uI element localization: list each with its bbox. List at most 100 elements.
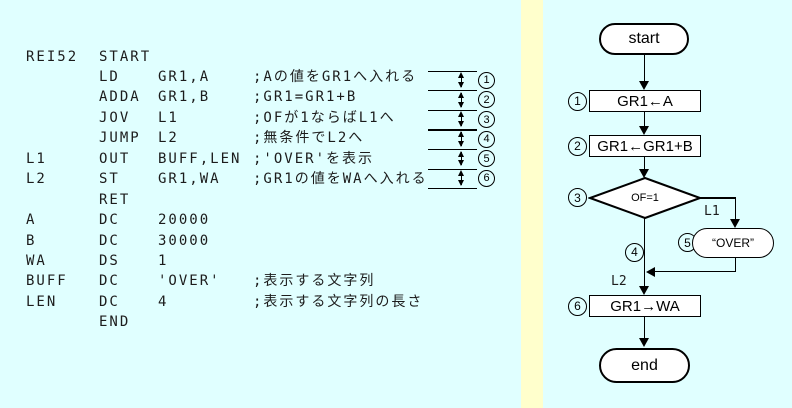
arrowhead-down-icon [639, 81, 649, 90]
step-number: 4 [631, 245, 638, 259]
step-number: 3 [483, 113, 490, 126]
code-line: END [26, 315, 253, 329]
code-opcode: LD [99, 68, 120, 85]
code-operand: GR1,A [158, 68, 211, 85]
row-underline [428, 90, 477, 92]
double-arrow-shaft [461, 73, 463, 88]
code-label [26, 111, 99, 125]
decision-diamond-shape [587, 176, 703, 220]
step-marker-3: 3 [568, 188, 587, 207]
divider-strip [521, 0, 543, 408]
arrowhead-up-icon [458, 130, 465, 137]
code-opcode: DC [99, 293, 120, 310]
code-opcode: DS [99, 253, 120, 269]
code-line: RET [26, 193, 253, 207]
step-number: 5 [684, 235, 691, 250]
process-box-gr1-gr1-b: GR1←GR1+B [589, 135, 701, 157]
code-comment: ;表示する文字列の長さ [253, 293, 424, 310]
connector [643, 112, 645, 127]
code-opcode: START [99, 48, 152, 65]
code-operand: 30000 [158, 232, 211, 249]
code-comment: ;Aの値をGR1へ入れる [253, 68, 418, 85]
code-opcode: JUMP [99, 130, 141, 147]
code-label: L2 [26, 171, 47, 188]
connector [700, 197, 736, 199]
step-number: 3 [574, 190, 581, 205]
code-opcode: DC [99, 232, 120, 249]
arrowhead-down-icon [639, 338, 649, 347]
code-opcode: ADDA [99, 89, 141, 106]
row-underline [428, 109, 477, 111]
code-label: L1 [26, 150, 47, 167]
code-opcode: END [99, 314, 131, 331]
double-arrow-shaft [461, 112, 463, 127]
arrowhead-down-icon [458, 121, 465, 128]
code-opcode: OUT [99, 150, 131, 167]
arrowhead-left-icon [645, 266, 655, 277]
process-box-gr1-wa: GR1→WA [589, 295, 701, 317]
step-number: 1 [574, 94, 581, 108]
connector [734, 197, 736, 220]
code-label [26, 70, 99, 84]
connector [653, 270, 736, 272]
step-number: 6 [483, 172, 490, 185]
code-comment: ;OFが1ならばL1へ [253, 109, 396, 126]
process-text: GR1←A [617, 92, 673, 110]
arrowhead-down-icon [730, 219, 740, 228]
arrowhead-up-icon [458, 170, 465, 177]
code-comment: ;GR1=GR1+B [253, 89, 358, 106]
step-marker-6: 6 [568, 296, 587, 316]
code-operand: 20000 [158, 212, 211, 229]
arrowhead-up-icon [458, 91, 465, 98]
code-opcode: RET [99, 191, 131, 208]
arrowhead-up-icon [458, 150, 465, 157]
code-line: LD GR1,A ;Aの値をGR1へ入れる [26, 70, 417, 84]
code-line: WA DS 1 [26, 254, 253, 268]
label-l2: L2 [611, 274, 627, 289]
row-underline [428, 168, 477, 170]
code-operand: 1 [158, 253, 169, 269]
double-arrow-shaft [461, 171, 463, 186]
step-marker-2: 2 [478, 91, 495, 109]
arrowhead-down-icon [639, 169, 649, 178]
code-comment: ;'OVER'を表示 [253, 150, 375, 167]
process-text: GR1→WA [610, 297, 680, 315]
code-operand: GR1,B [158, 89, 211, 106]
connector [643, 217, 645, 287]
code-label: WA [26, 253, 47, 269]
code-opcode: ST [99, 171, 120, 188]
label-l1: L1 [704, 204, 720, 219]
code-label: BUFF [26, 273, 68, 290]
step-number: 2 [483, 93, 490, 106]
start-label: start [628, 30, 660, 47]
double-arrow-shaft [461, 132, 463, 146]
step-marker-1: 1 [478, 71, 495, 89]
step-marker-5: 5 [478, 150, 495, 168]
arrowhead-down-icon [458, 101, 465, 108]
step-marker-6: 6 [478, 169, 495, 187]
code-comment: ;表示する文字列 [253, 273, 376, 290]
code-label: LEN [26, 293, 58, 310]
arrowhead-up-icon [458, 111, 465, 118]
step-number: 5 [483, 152, 490, 165]
code-operand: L2 [158, 130, 179, 147]
process-text: GR1←GR1+B [597, 137, 693, 155]
end-terminal: end [599, 348, 690, 383]
code-operand [158, 50, 253, 64]
decision-diamond: OF=1 [587, 176, 703, 220]
code-label [26, 315, 99, 329]
code-label [26, 131, 99, 145]
step-marker-4: 4 [478, 130, 495, 148]
code-operand: L1 [158, 109, 179, 126]
display-text: “OVER” [712, 236, 754, 250]
start-terminal: start [599, 23, 689, 55]
decision-text: OF=1 [631, 192, 659, 204]
code-line: ADDA GR1,B ;GR1=GR1+B [26, 90, 357, 104]
code-label: B [26, 232, 37, 249]
row-underline [428, 129, 477, 131]
